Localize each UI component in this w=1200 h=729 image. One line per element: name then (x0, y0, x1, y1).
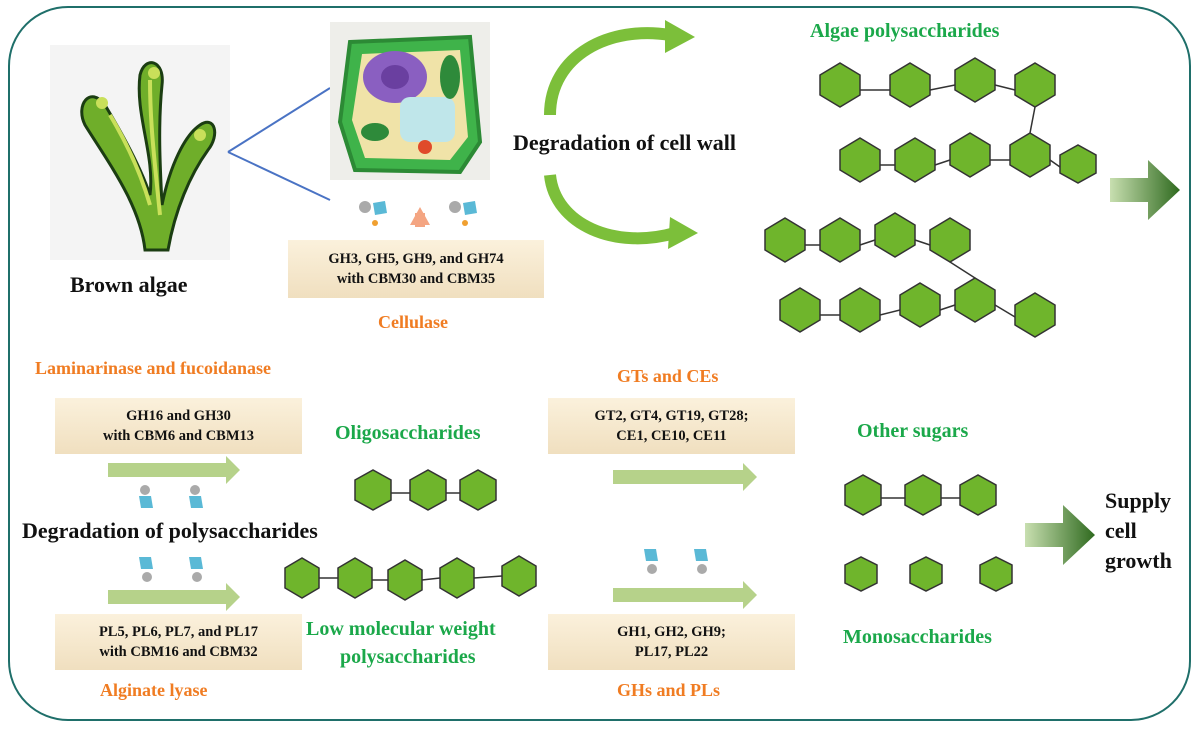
gh-pl-enzyme-box: GH1, GH2, GH9; PL17, PL22 (548, 614, 795, 670)
ghs-pls-label: GHs and PLs (617, 680, 721, 700)
laminarinase-enzyme-box: GH16 and GH30 with CBM6 and CBM13 (55, 398, 302, 454)
degradation-polysaccharides-label: Degradation of polysaccharides (22, 518, 318, 543)
brown-algae-label: Brown algae (70, 272, 188, 297)
arrow-bar-gts (613, 463, 757, 491)
brown-algae-illustration (50, 45, 230, 260)
laminarinase-label: Laminarinase and fucoidanase (35, 358, 272, 378)
cellulase-enzyme-box: GH3, GH5, GH9, and GH74 with CBM30 and C… (288, 240, 544, 298)
enzyme-icons-lower-left (139, 557, 203, 582)
oligosaccharides-label: Oligosaccharides (335, 422, 481, 444)
gt-ce-enzyme-box: GT2, GT4, GT19, GT28; CE1, CE10, CE11 (548, 398, 795, 454)
right-arrow-bottom (1025, 505, 1095, 565)
other-sugars-label: Other sugars (857, 420, 969, 442)
cellulase-box-line1: GH3, GH5, GH9, and GH74 (328, 251, 504, 267)
alginate-lyase-label: Alginate lyase (100, 680, 208, 700)
arrow-bar-alginate (108, 583, 240, 611)
alg-box-line2: with CBM16 and CBM32 (99, 644, 258, 660)
monosaccharides-label: Monosaccharides (843, 626, 992, 648)
plant-cell-illustration (330, 22, 490, 180)
gts-ces-label: GTs and CEs (617, 366, 719, 386)
arrow-bar-ghs (613, 581, 757, 609)
low-mw-label-line2: polysaccharides (340, 646, 476, 668)
supply-label-line3: growth (1105, 548, 1172, 573)
oligosaccharide-chain (354, 469, 497, 511)
gh-box-line1: GH1, GH2, GH9; (617, 624, 726, 640)
gt-box-line2: CE1, CE10, CE11 (616, 428, 727, 444)
cellulase-box-line2: with CBM30 and CBM35 (336, 271, 496, 287)
arrow-bar-laminarinase (108, 456, 240, 484)
curved-arrows (544, 20, 698, 249)
enzyme-icons-upper-left (139, 485, 203, 508)
gt-box-line1: GT2, GT4, GT19, GT28; (594, 408, 749, 424)
monosaccharides-group (844, 556, 1013, 592)
gh-box-line2: PL17, PL22 (634, 644, 709, 660)
degradation-cell-wall-label: Degradation of cell wall (513, 130, 737, 155)
supply-label-line1: Supply (1105, 488, 1172, 513)
diagram-frame (8, 6, 1191, 721)
enzyme-icons-cellulase (359, 201, 477, 227)
alg-box-line1: PL5, PL6, PL7, and PL17 (98, 624, 259, 640)
supply-label-line2: cell (1105, 518, 1137, 543)
algae-polysaccharides-label: Algae polysaccharides (810, 20, 1000, 42)
enzyme-icons-right (644, 549, 708, 574)
low-mw-polysaccharide-chain (284, 555, 537, 601)
right-arrow-top (1110, 160, 1180, 220)
lam-box-line1: GH16 and GH30 (126, 408, 231, 424)
other-sugars-chain (844, 474, 997, 516)
lam-box-line2: with CBM6 and CBM13 (102, 428, 255, 444)
alginate-enzyme-box: PL5, PL6, PL7, and PL17 with CBM16 and C… (55, 614, 302, 670)
low-mw-label-line1: Low molecular weight (306, 618, 496, 640)
algae-polysaccharide-chains (764, 57, 1097, 338)
cellulase-label: Cellulase (378, 312, 448, 332)
